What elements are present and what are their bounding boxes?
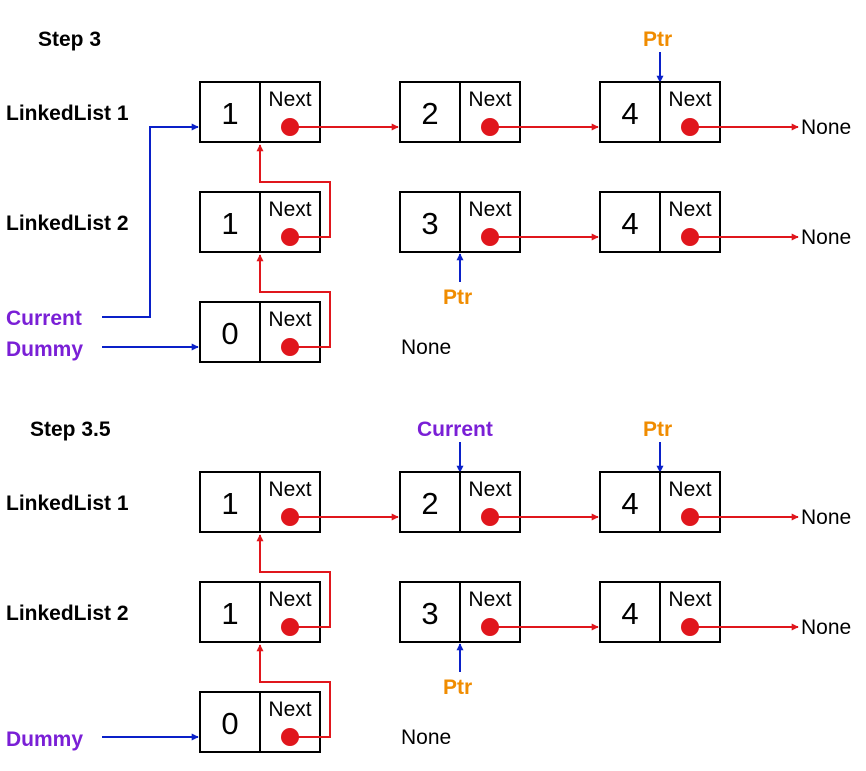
node-value: 2 bbox=[421, 486, 438, 521]
dummy-label: Dummy bbox=[6, 728, 83, 751]
node-value: 1 bbox=[221, 96, 238, 131]
next-label: Next bbox=[468, 588, 511, 611]
next-label: Next bbox=[268, 308, 311, 331]
ptr-top-label: Ptr bbox=[643, 28, 672, 51]
list2-node-1: 1 Next bbox=[199, 581, 321, 643]
next-label: Next bbox=[268, 698, 311, 721]
node-value: 1 bbox=[221, 486, 238, 521]
list1-label: LinkedList 1 bbox=[6, 102, 129, 125]
dummy-node: 0 Next bbox=[199, 301, 321, 363]
list2-node-1: 1 Next bbox=[199, 191, 321, 253]
current-label: Current bbox=[6, 307, 82, 330]
link-arrow bbox=[256, 144, 331, 238]
node-value: 2 bbox=[421, 96, 438, 131]
node-value: 1 bbox=[221, 596, 238, 631]
current-label: Current bbox=[417, 418, 493, 441]
next-label: Next bbox=[668, 198, 711, 221]
list1-node-1: 1 Next bbox=[199, 471, 321, 533]
next-label: Next bbox=[668, 88, 711, 111]
none-label: None bbox=[401, 336, 451, 359]
node-value: 4 bbox=[621, 486, 638, 521]
list2-node-3: 4 Next bbox=[599, 581, 721, 643]
node-value: 0 bbox=[221, 706, 238, 741]
step-title: Step 3 bbox=[38, 28, 101, 51]
next-label: Next bbox=[668, 588, 711, 611]
none-label: None bbox=[801, 506, 851, 529]
step-title: Step 3.5 bbox=[30, 418, 111, 441]
none-label: None bbox=[801, 226, 851, 249]
list1-node-2: 2 Next bbox=[399, 471, 521, 533]
none-label: None bbox=[801, 116, 851, 139]
current-pointer-arrow bbox=[102, 123, 199, 318]
next-label: Next bbox=[268, 478, 311, 501]
list1-node-3: 4 Next bbox=[599, 81, 721, 143]
list1-node-3: 4 Next bbox=[599, 471, 721, 533]
next-label: Next bbox=[268, 88, 311, 111]
dummy-label: Dummy bbox=[6, 338, 83, 361]
none-label: None bbox=[801, 616, 851, 639]
list1-node-2: 2 Next bbox=[399, 81, 521, 143]
list2-label: LinkedList 2 bbox=[6, 212, 129, 235]
list1-node-1: 1 Next bbox=[199, 81, 321, 143]
next-label: Next bbox=[268, 198, 311, 221]
node-value: 3 bbox=[421, 206, 438, 241]
ptr-bottom-label: Ptr bbox=[443, 676, 472, 699]
link-arrow bbox=[256, 644, 331, 738]
node-value: 4 bbox=[621, 96, 638, 131]
list2-node-2: 3 Next bbox=[399, 191, 521, 253]
next-label: Next bbox=[268, 588, 311, 611]
ptr-bottom-label: Ptr bbox=[443, 286, 472, 309]
node-value: 0 bbox=[221, 316, 238, 351]
node-value: 1 bbox=[221, 206, 238, 241]
step-3-5-panel: Step 3.5 LinkedList 1 LinkedList 2 Dummy… bbox=[6, 418, 851, 753]
list2-node-2: 3 Next bbox=[399, 581, 521, 643]
next-label: Next bbox=[468, 88, 511, 111]
step-3-panel: Step 3 LinkedList 1 LinkedList 2 Current… bbox=[6, 28, 851, 363]
next-label: Next bbox=[468, 198, 511, 221]
next-label: Next bbox=[668, 478, 711, 501]
node-value: 3 bbox=[421, 596, 438, 631]
list2-label: LinkedList 2 bbox=[6, 602, 129, 625]
next-label: Next bbox=[468, 478, 511, 501]
list1-label: LinkedList 1 bbox=[6, 492, 129, 515]
link-arrow bbox=[256, 254, 331, 348]
ptr-top-label: Ptr bbox=[643, 418, 672, 441]
node-value: 4 bbox=[621, 206, 638, 241]
node-value: 4 bbox=[621, 596, 638, 631]
list2-node-3: 4 Next bbox=[599, 191, 721, 253]
none-label: None bbox=[401, 726, 451, 749]
dummy-node: 0 Next bbox=[199, 691, 321, 753]
link-arrow bbox=[256, 534, 331, 628]
